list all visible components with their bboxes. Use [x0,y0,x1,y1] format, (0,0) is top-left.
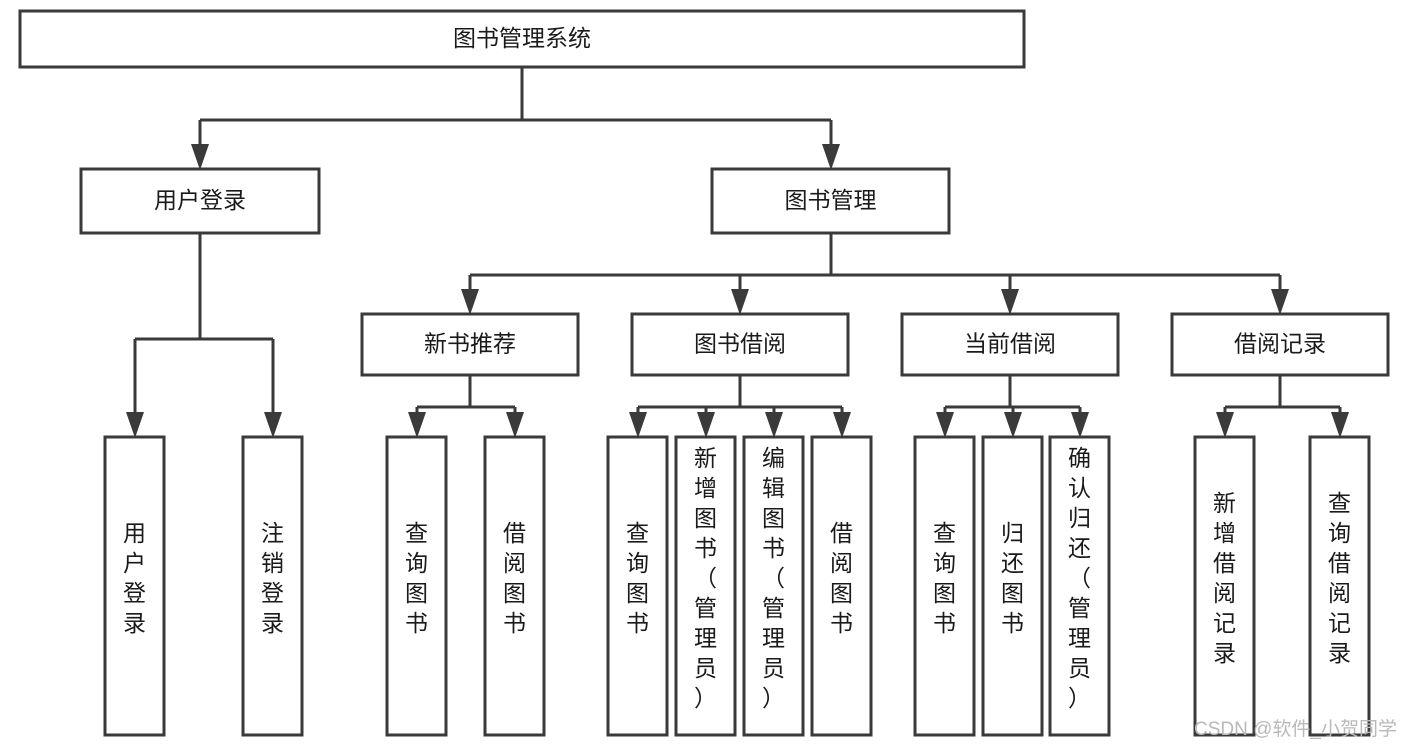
arrow-head-icon [191,144,209,170]
node-box [1308,435,1371,737]
node-box [900,312,1120,377]
arrow-head-icon [126,412,144,438]
arrow-head-icon [1271,289,1289,315]
node-label: 新增图书（管理员） [694,445,717,711]
node-new-book-recommend[interactable]: 新书推荐 [360,312,580,377]
node-label: 借阅记录 [1234,331,1326,357]
node-label: 查询图书 [405,520,428,636]
arrow-head-icon [1004,412,1022,438]
node-box [981,435,1044,737]
node-box [79,167,321,235]
node-box [241,435,304,737]
node-label: 图书管理 [785,187,877,213]
arrow-head-icon [506,412,524,438]
node-label: 查询借阅记录 [1328,490,1351,666]
node-label: 编辑图书（管理员） [762,445,785,711]
node-leaf-borrow-book-2[interactable]: 借阅图书 [810,435,873,737]
node-leaf-return-book[interactable]: 归还图书 [981,435,1044,737]
node-leaf-query-book-1[interactable]: 查询图书 [385,435,448,737]
arrow-head-icon [1331,412,1349,438]
arrow-head-icon [1216,412,1234,438]
node-label: 查询图书 [626,520,649,636]
node-label: 新书推荐 [424,331,516,357]
node-leaf-borrow-book-1[interactable]: 借阅图书 [483,435,546,737]
node-label: 查询图书 [933,520,956,636]
arrow-head-icon [461,289,479,315]
node-box [360,312,580,377]
node-box [103,435,166,737]
node-borrow-record[interactable]: 借阅记录 [1170,312,1390,377]
node-leaf-add-book[interactable]: 新增图书（管理员） [674,435,737,737]
node-root[interactable]: 图书管理系统 [18,9,1026,69]
node-box [385,435,448,737]
node-box [483,435,546,737]
node-box [1048,435,1111,737]
node-box [606,435,669,737]
node-box [742,435,805,737]
node-leaf-confirm-return[interactable]: 确认归还（管理员） [1048,435,1111,737]
arrow-head-icon [264,412,282,438]
arrow-head-icon [1001,289,1019,315]
node-label: 借阅图书 [503,520,526,636]
node-box [18,9,1026,69]
node-layer: 图书管理系统用户登录图书管理新书推荐图书借阅当前借阅借阅记录用户登录注销登录查询… [18,9,1390,737]
arrow-head-icon [731,289,749,315]
node-box [710,167,951,235]
node-leaf-edit-book[interactable]: 编辑图书（管理员） [742,435,805,737]
node-leaf-query-book-2[interactable]: 查询图书 [606,435,669,737]
node-box [674,435,737,737]
node-box [913,435,976,737]
arrow-head-icon [697,412,715,438]
node-current-borrow[interactable]: 当前借阅 [900,312,1120,377]
node-book-borrow[interactable]: 图书借阅 [630,312,850,377]
node-box [630,312,850,377]
node-leaf-add-record[interactable]: 新增借阅记录 [1193,435,1256,737]
arrow-head-icon [936,412,954,438]
node-label: 图书管理系统 [453,25,591,51]
node-label: 归还图书 [1001,520,1024,636]
arrow-head-icon [765,412,783,438]
node-label: 图书借阅 [694,331,786,357]
node-label: 用户登录 [123,520,146,636]
node-user-login[interactable]: 用户登录 [79,167,321,235]
node-book-manage[interactable]: 图书管理 [710,167,951,235]
watermark-text: CSDN @软件_小贺同学 [1194,719,1397,740]
arrow-head-icon [822,144,840,170]
node-label: 当前借阅 [964,331,1056,357]
node-label: 注销登录 [261,520,284,636]
arrow-head-icon [629,412,647,438]
arrow-head-icon [1071,412,1089,438]
node-box [810,435,873,737]
node-box [1193,435,1256,737]
node-label: 借阅图书 [830,520,853,636]
node-label: 用户登录 [154,187,246,213]
node-box [1170,312,1390,377]
node-leaf-logout[interactable]: 注销登录 [241,435,304,737]
node-leaf-user-login[interactable]: 用户登录 [103,435,166,737]
connector-layer [126,67,1349,438]
arrow-head-icon [408,412,426,438]
arrow-head-icon [833,412,851,438]
node-leaf-query-book-3[interactable]: 查询图书 [913,435,976,737]
node-label: 新增借阅记录 [1213,490,1236,666]
node-leaf-query-record[interactable]: 查询借阅记录 [1308,435,1371,737]
node-label: 确认归还（管理员） [1068,445,1091,711]
